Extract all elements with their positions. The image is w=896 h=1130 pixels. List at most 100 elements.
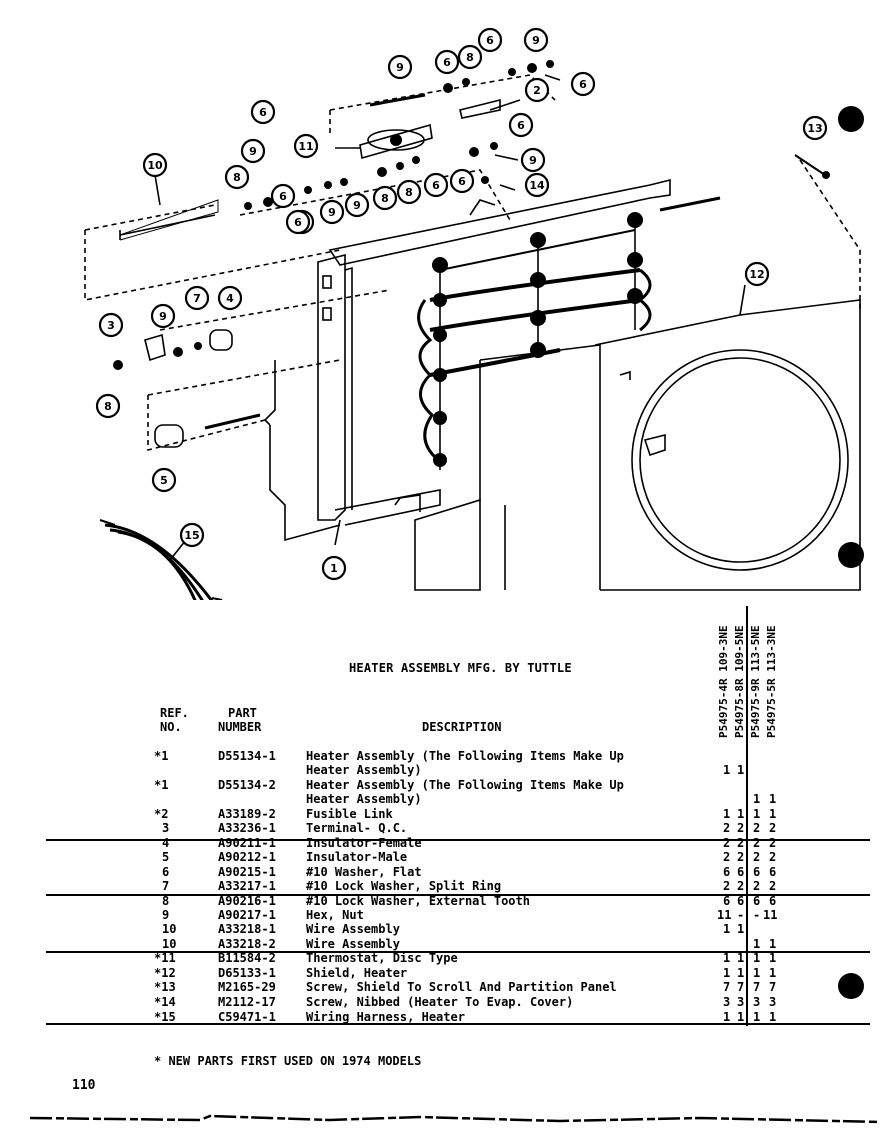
callout-number: 1 (330, 562, 338, 575)
qty-cell: 2 (753, 836, 761, 850)
qty-cell: 1 (769, 1010, 777, 1024)
callout-6: 6 (449, 168, 475, 194)
qty-cell: 6 (723, 894, 731, 908)
qty-cell: - (737, 908, 745, 922)
callout-number: 8 (466, 51, 474, 64)
part-header-line-1: PART (228, 706, 257, 720)
ref-number: 6 (162, 865, 170, 879)
callout-number: 11 (298, 140, 313, 153)
group-rule (46, 951, 870, 953)
callout-6: 6 (423, 172, 449, 198)
callout-number: 13 (807, 122, 822, 135)
callout-number: 6 (294, 216, 302, 229)
callout-14: 14 (524, 172, 550, 198)
ref-number: 10 (162, 922, 177, 936)
part-description-cont: Heater Assembly) (306, 792, 422, 806)
part-number: A33218-1 (218, 922, 276, 936)
callout-3: 3 (98, 312, 124, 338)
part-description: Insulator-Male (306, 850, 408, 864)
callout-number: 6 (443, 56, 451, 69)
qty-cell: 7 (753, 980, 761, 994)
ref-number: *14 (154, 995, 176, 1009)
model-header-4: P54975-5R 113-3NE (765, 625, 778, 738)
callout-15: 15 (179, 522, 205, 548)
callout-number: 8 (233, 171, 241, 184)
qty-cell: 1 (737, 922, 745, 936)
callout-8: 8 (372, 185, 398, 211)
qty-cell: 1 (737, 966, 745, 980)
callout-8: 8 (396, 179, 422, 205)
punch-hole-mark (838, 542, 864, 568)
qty-cell: 2 (769, 821, 777, 835)
callout-number: 2 (533, 84, 541, 97)
qty-cell: 1 (723, 807, 731, 821)
punch-hole-mark (838, 973, 864, 999)
callout-number: 6 (458, 175, 466, 188)
ref-number: *11 (154, 951, 176, 965)
part-description: Fusible Link (306, 807, 393, 821)
callout-6: 6 (270, 183, 296, 209)
callout-number: 6 (579, 78, 587, 91)
callout-number: 12 (749, 268, 764, 281)
qty-cell: 2 (737, 879, 745, 893)
part-description: Terminal- Q.C. (306, 821, 408, 835)
qty-column-divider (746, 606, 748, 1026)
description-column-header: DESCRIPTION (422, 720, 502, 734)
qty-cell: 6 (737, 865, 745, 879)
part-number: A90211-1 (218, 836, 276, 850)
qty-cell: 1 (723, 966, 731, 980)
ref-header-line-2: NO. (160, 720, 182, 734)
callout-group: 1234566666666667888889999999101112131415 (95, 27, 828, 581)
group-rule (46, 839, 870, 841)
part-number: A33236-1 (218, 821, 276, 835)
part-number: A33218-2 (218, 937, 276, 951)
part-number: C59471-1 (218, 1010, 276, 1024)
qty-cell: 2 (753, 821, 761, 835)
qty-cell: 3 (737, 995, 745, 1009)
callout-9: 9 (150, 303, 176, 329)
page-number: 110 (72, 1078, 96, 1093)
part-description: Wiring Harness, Heater (306, 1010, 465, 1024)
part-header-line-2: NUMBER (218, 720, 262, 734)
callout-number: 7 (193, 292, 201, 305)
qty-cell: 1 (723, 1010, 731, 1024)
callout-number: 6 (517, 119, 525, 132)
qty-cell: 1 (737, 1010, 745, 1024)
qty-cell: 2 (723, 821, 731, 835)
ref-column-header: REF. NO. (160, 706, 200, 734)
model-header-3: P54975-9R 113-5NE (749, 625, 762, 738)
qty-cell: 2 (769, 879, 777, 893)
callout-8: 8 (95, 393, 121, 419)
qty-cell: 2 (737, 821, 745, 835)
ref-number: 4 (162, 836, 170, 850)
qty-cell: 1 (753, 951, 761, 965)
callout-number: 6 (259, 106, 267, 119)
punch-hole-mark (838, 106, 864, 132)
part-number: A33189-2 (218, 807, 276, 821)
callout-6: 6 (285, 209, 311, 235)
callout-8: 8 (224, 164, 250, 190)
qty-cell: 7 (723, 980, 731, 994)
callout-6: 6 (477, 27, 503, 53)
callout-11: 11 (293, 133, 319, 159)
qty-cell: 11 (717, 908, 732, 922)
model-header-2: P54975-8R 109-5NE (733, 625, 746, 738)
callout-9: 9 (344, 192, 370, 218)
ref-number: *1 (154, 749, 169, 763)
part-description: #10 Washer, Flat (306, 865, 422, 879)
qty-cell: 1 (753, 792, 761, 806)
qty-cell: 1 (737, 763, 745, 777)
ref-number: 3 (162, 821, 170, 835)
callout-number: 14 (529, 179, 545, 192)
part-number: A33217-1 (218, 879, 276, 893)
callout-4: 4 (217, 285, 243, 311)
qty-cell: 1 (769, 807, 777, 821)
callout-6: 6 (434, 49, 460, 75)
part-number: M2112-17 (218, 995, 276, 1009)
qty-cell: 1 (723, 951, 731, 965)
callout-9: 9 (319, 199, 345, 225)
part-number: M2165-29 (218, 980, 276, 994)
part-description: Wire Assembly (306, 922, 400, 936)
ref-header-line-1: REF. (160, 706, 189, 720)
qty-cell: 2 (737, 836, 745, 850)
